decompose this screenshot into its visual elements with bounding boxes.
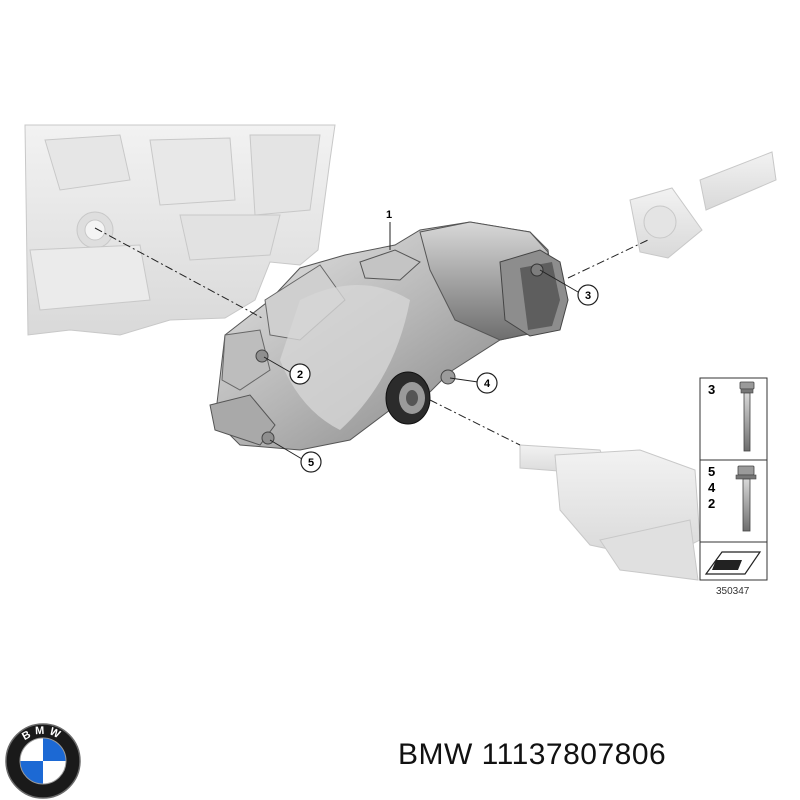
- inset-label-4: 4: [708, 480, 716, 495]
- bmw-logo: BMW: [5, 723, 81, 799]
- svg-text:5: 5: [308, 457, 314, 469]
- callout-2: 2: [289, 363, 311, 385]
- inset-label-5: 5: [708, 464, 715, 479]
- inset-label-2: 2: [708, 496, 715, 511]
- bolt-long-icon: [739, 381, 755, 452]
- leader-lines: [94, 227, 649, 446]
- axle-shaft-ghost: [519, 444, 701, 581]
- engine-block-ghost: [24, 124, 336, 336]
- reference-symbol-icon: [704, 551, 762, 575]
- part-caption: BMW 11137807806: [398, 738, 667, 771]
- front-differential: [209, 221, 569, 451]
- callout-4: 4: [476, 372, 498, 394]
- inset-label-3: 3: [708, 382, 715, 397]
- fastener-inset: 3 5 4 2: [699, 377, 768, 581]
- callout-lines: [263, 222, 579, 460]
- propshaft-ghost: [629, 151, 777, 259]
- callout-1: 1: [386, 209, 392, 221]
- svg-text:3: 3: [585, 290, 591, 302]
- svg-text:2: 2: [297, 369, 303, 381]
- svg-text:4: 4: [484, 378, 491, 390]
- callout-5: 5: [300, 451, 322, 473]
- bolt-short-icon: [735, 465, 757, 532]
- callout-3: 3: [577, 284, 599, 306]
- diagram-reference-number: 350347: [716, 586, 750, 597]
